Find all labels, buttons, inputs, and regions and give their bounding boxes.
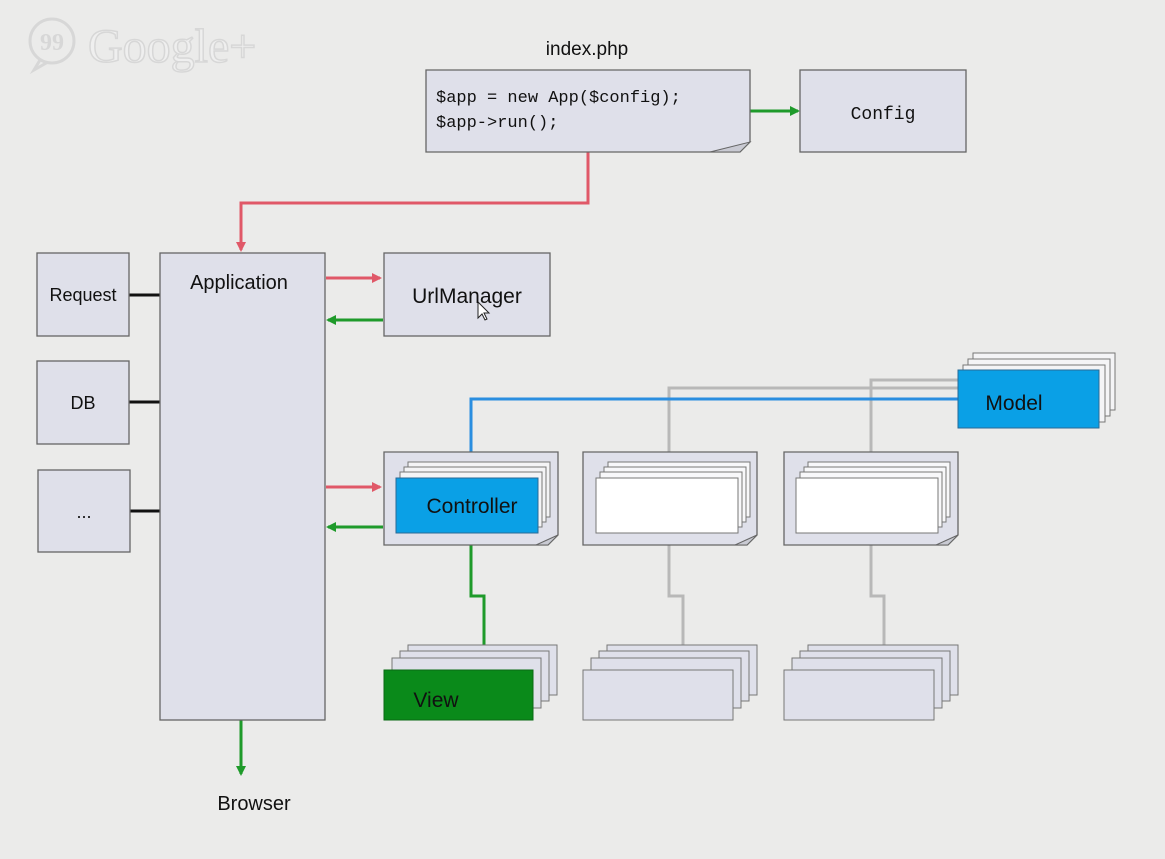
file-label: index.php xyxy=(546,39,628,60)
model-box xyxy=(957,369,1100,429)
controller-container-3 xyxy=(783,451,959,546)
google-plus-watermark: 99 Google+ xyxy=(28,17,257,75)
browser-label: Browser xyxy=(217,793,291,815)
ellipsis-box xyxy=(37,469,131,553)
application-box xyxy=(159,252,326,721)
application-label: Application xyxy=(190,272,288,294)
config-label: Config xyxy=(851,105,916,125)
controller-container-2 xyxy=(582,451,758,546)
code-line-1: $app = new App($config); xyxy=(436,89,681,108)
connector-controller2-to-view2 xyxy=(667,545,685,646)
view-stack-2 xyxy=(582,644,758,721)
view-stack-3 xyxy=(783,644,959,721)
config-box xyxy=(799,69,967,153)
hangouts-quote-icon: 99 xyxy=(28,17,76,75)
controller-label: Controller xyxy=(426,495,517,518)
db-box xyxy=(36,360,130,445)
urlmanager-label: UrlManager xyxy=(412,285,522,308)
request-label: Request xyxy=(49,285,116,305)
connector-index-to-application xyxy=(236,152,590,252)
ellipsis-label: ... xyxy=(76,502,91,522)
connector-controller-to-view xyxy=(469,545,486,646)
view-stack-1 xyxy=(383,644,558,721)
view-label: View xyxy=(413,689,459,712)
db-label: DB xyxy=(70,393,95,413)
index-php-box xyxy=(425,69,752,153)
model-label: Model xyxy=(985,392,1042,415)
connector-controller-to-model xyxy=(469,397,958,452)
model-stack xyxy=(957,352,1116,429)
svg-text:99: 99 xyxy=(40,30,64,56)
view-box xyxy=(383,669,534,721)
controller-container-1 xyxy=(383,451,559,546)
code-line-2: $app->run(); xyxy=(436,114,558,133)
connector-controller3-to-view3 xyxy=(869,545,886,646)
controller-box xyxy=(395,477,539,534)
urlmanager-box xyxy=(383,252,551,337)
request-box xyxy=(36,252,130,337)
watermark-brand: Google+ xyxy=(88,20,256,73)
mouse-cursor-icon xyxy=(477,300,491,321)
